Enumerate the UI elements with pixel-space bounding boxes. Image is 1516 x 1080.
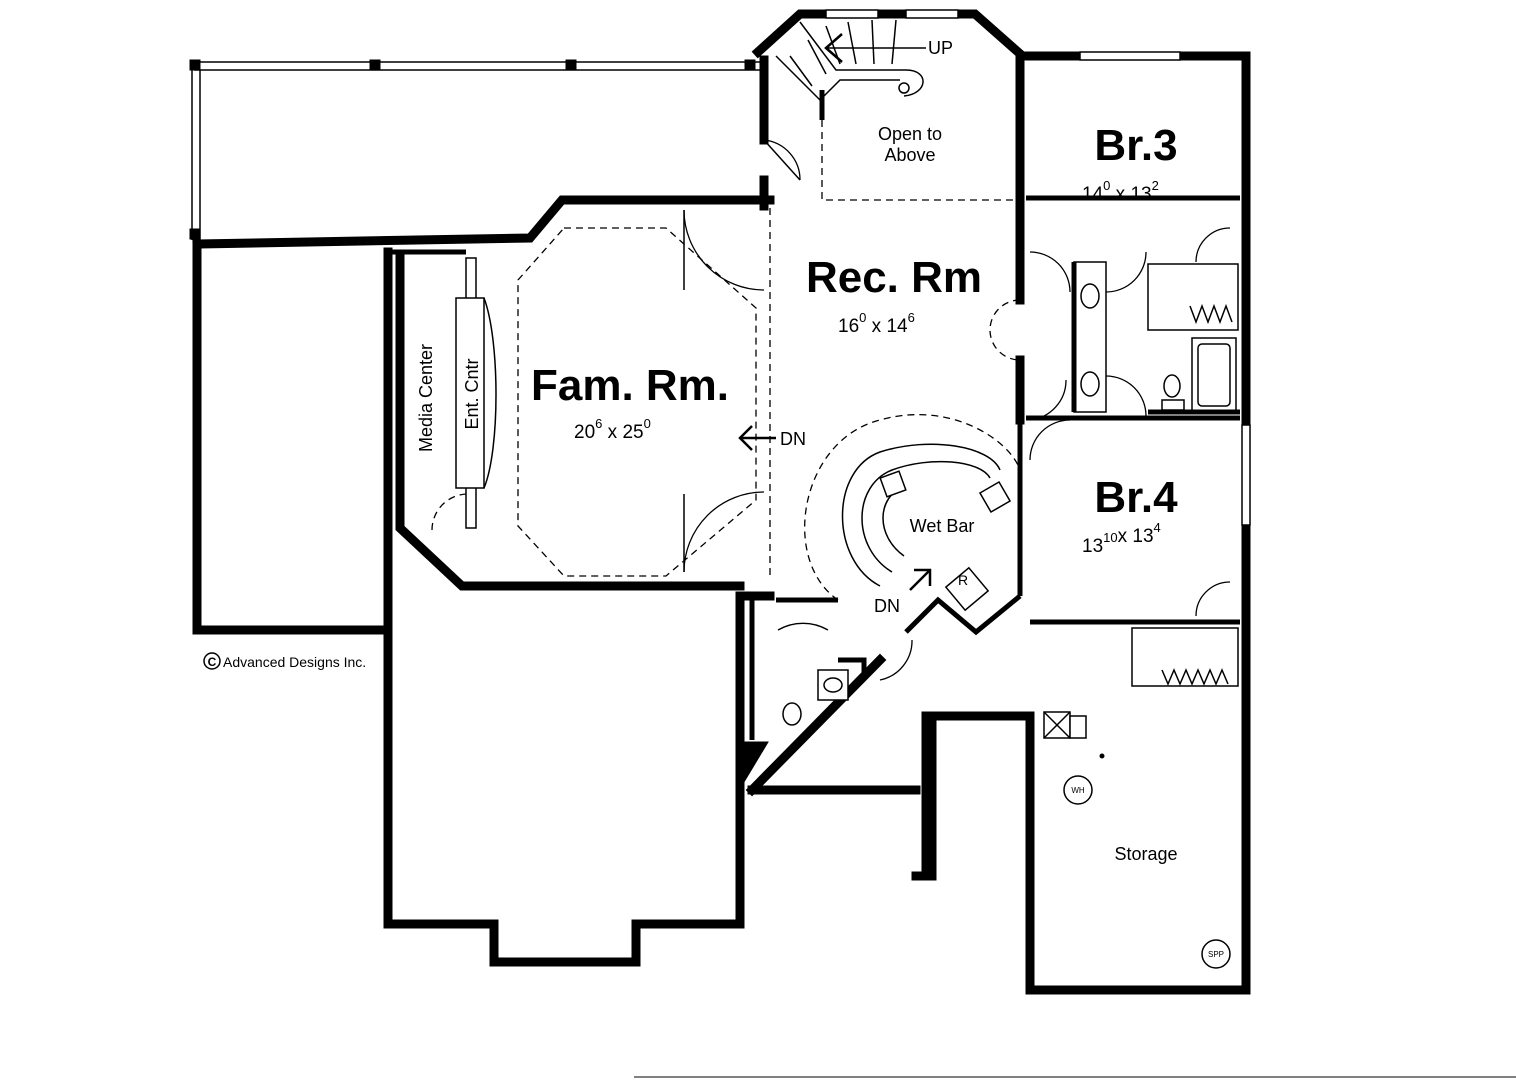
copyright-symbol-circle <box>203 652 221 670</box>
open-to-above-line1: Open to <box>878 124 942 144</box>
sump-pump-label: SPP <box>1208 950 1224 959</box>
window <box>1079 51 1181 61</box>
rec-rm-title: Rec. Rm <box>806 253 982 302</box>
fam-rm-width-in: 6 <box>595 416 602 431</box>
patio <box>189 59 760 240</box>
toilet <box>782 702 802 726</box>
copyright-notice: C Advanced Designs Inc. <box>203 652 366 670</box>
toilet <box>1163 374 1181 398</box>
entertainment-center <box>455 297 497 489</box>
fam-rm-depth-ft: 25 <box>622 422 643 443</box>
sink <box>1080 283 1100 309</box>
ent-cntr-label: Ent. Cntr <box>462 358 482 429</box>
br4-width-ft: 13 <box>1082 536 1103 557</box>
stair-up-label: UP <box>928 38 953 58</box>
br4-depth-ft: 13 <box>1132 526 1153 547</box>
rec-rm-x: x <box>872 316 882 337</box>
stair-dn-fam-label: DN <box>780 429 806 449</box>
copyright-text: Advanced Designs Inc. <box>223 654 366 670</box>
tub-inner <box>1197 343 1231 407</box>
rec-rm-width-in: 0 <box>859 310 866 325</box>
fam-rm-depth-in: 0 <box>644 416 651 431</box>
staircase <box>775 19 926 102</box>
br3-depth-ft: 13 <box>1130 184 1151 205</box>
interior-walls <box>749 90 1240 740</box>
closet-br3 <box>1147 263 1239 331</box>
rec-rm-depth-ft: 14 <box>886 316 908 337</box>
br3-width-in: 0 <box>1103 178 1110 193</box>
fam-rm-title: Fam. Rm. <box>531 361 729 410</box>
fam-rm-width-ft: 20 <box>574 422 595 443</box>
window <box>1241 424 1251 526</box>
br4-dimensions: 1310x 134 <box>1082 520 1161 557</box>
lav <box>817 669 849 701</box>
br4-depth-in: 4 <box>1154 520 1161 535</box>
fam-rm-x: x <box>608 422 618 443</box>
open-to-above-line2: Above <box>884 145 935 165</box>
patio-post <box>565 59 577 71</box>
br3-x: x <box>1116 184 1126 205</box>
wet-bar-label: Wet Bar <box>910 516 975 536</box>
rec-rm-width-ft: 16 <box>838 316 859 337</box>
br4-x: x <box>1118 526 1128 547</box>
br4-width-in: 10 <box>1103 530 1117 545</box>
stair-dn-bar-label: DN <box>874 596 900 616</box>
toilet-tank <box>1161 399 1185 411</box>
patio-post <box>189 228 201 240</box>
storage-label: Storage <box>1114 844 1177 864</box>
rec-rm-dimensions: 160 x 146 <box>838 310 915 337</box>
exterior-walls <box>192 9 1251 995</box>
br3-dimensions: 140 x 132 <box>1082 178 1159 205</box>
patio-post <box>744 59 756 71</box>
patio-post <box>369 59 381 71</box>
media-center-label: Media Center <box>416 344 436 452</box>
br3-width-ft: 14 <box>1082 184 1104 205</box>
rec-rm-depth-in: 6 <box>908 310 915 325</box>
window <box>825 9 879 19</box>
copyright-symbol: C <box>208 655 217 669</box>
doors <box>431 139 1231 681</box>
sink <box>1080 371 1100 397</box>
arrows <box>738 425 932 591</box>
bath-fixtures <box>782 283 1233 969</box>
closet-br4 <box>1131 627 1239 687</box>
br3-depth-in: 2 <box>1152 178 1159 193</box>
wall-fill <box>743 741 769 784</box>
refrigerator-label: R <box>958 572 968 588</box>
br4-title: Br.4 <box>1094 473 1178 522</box>
window <box>905 9 959 19</box>
br3-title: Br.3 <box>1094 121 1177 170</box>
patio-post <box>189 59 201 71</box>
fam-rm-dimensions: 206 x 250 <box>574 416 651 443</box>
dashed-lines <box>517 120 1021 612</box>
water-heater-label: WH <box>1071 786 1085 795</box>
